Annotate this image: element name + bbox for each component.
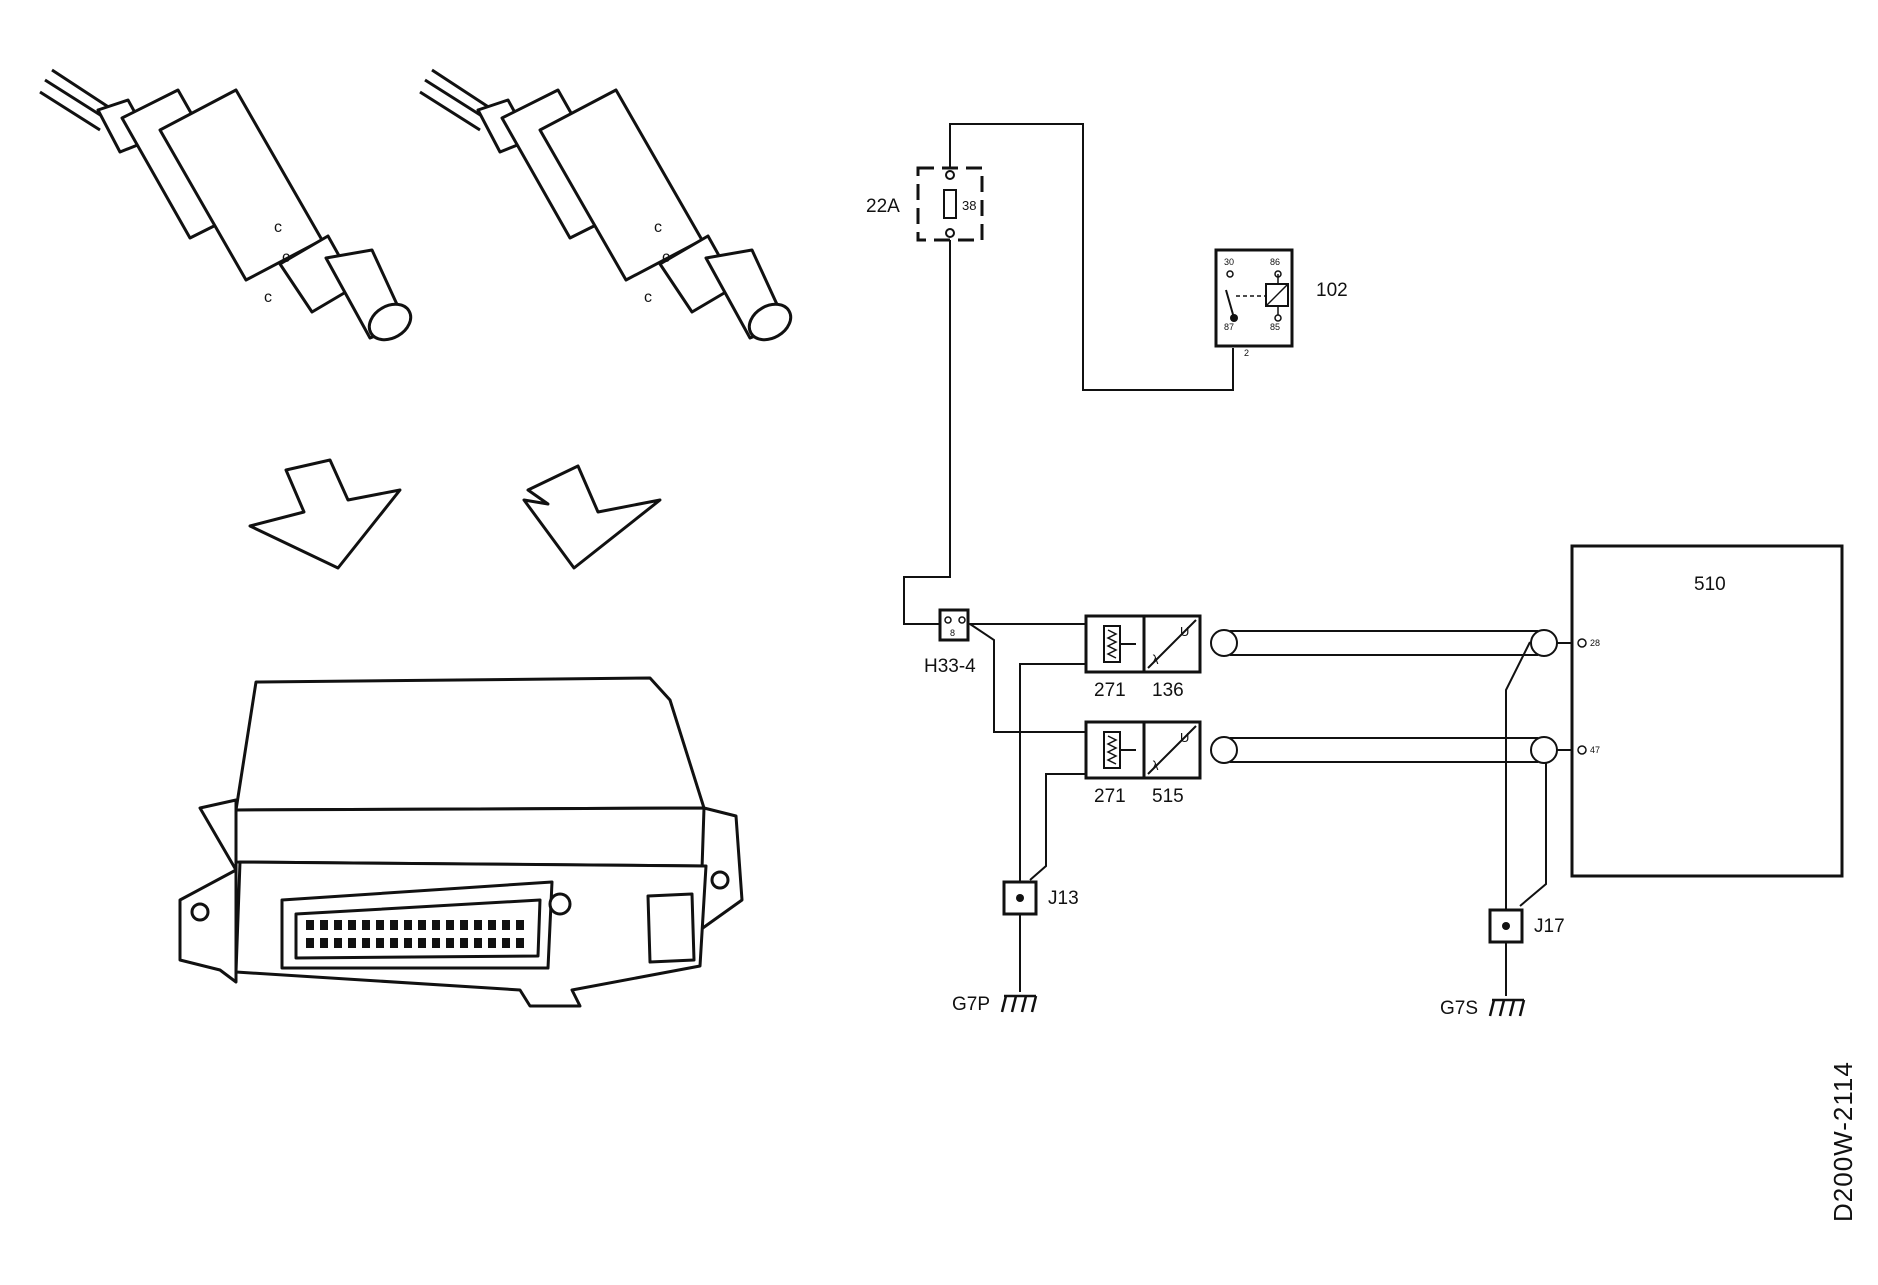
relay-102: 30 86 87 85 2 [1214,248,1294,358]
svg-text:c: c [282,249,290,266]
sensor-lower-label: 515 [1152,786,1184,807]
sensor-lower-u: U [1180,730,1189,745]
arrow-right [522,464,662,570]
sensor-upper-lambda: λ [1152,652,1159,667]
sensor-lower: U λ [1142,720,1202,780]
heater-upper [1084,614,1146,674]
lambda-sensor-left: c c c [39,68,413,342]
relay-pin-87: 87 [1224,322,1234,332]
fuse-number: 38 [962,198,976,213]
relay-label: 102 [1316,280,1348,301]
relay-pin-2: 2 [1244,348,1249,358]
sensor-upper-label: 136 [1152,680,1184,701]
svg-text:c: c [274,219,282,236]
junction-j17 [1488,908,1524,944]
svg-text:c: c [654,219,662,236]
relay-pin-86: 86 [1270,257,1280,267]
ground-g7s-label: G7S [1440,998,1478,1019]
ecu-label: 510 [1694,574,1726,595]
ground-g7p-symbol [1000,994,1038,1013]
shielded-cables [1210,629,1578,764]
ecu-connector-pins [306,920,524,948]
ecu-pin-47: 47 [1590,745,1600,755]
heater-lower-label: 271 [1094,786,1126,807]
svg-text:c: c [662,249,670,266]
fuse-label: 22A [866,196,900,217]
document-id: D200W-2114 [1828,1061,1858,1222]
svg-text:c: c [264,289,272,306]
svg-text:c: c [644,289,652,306]
sensor-upper-u: U [1180,624,1189,639]
ecu-pin-28: 28 [1590,638,1600,648]
connector-pin: 8 [950,628,955,638]
relay-pin-85: 85 [1270,322,1280,332]
junction-j13 [1002,880,1038,916]
ground-g7s-symbol [1488,998,1526,1017]
arrow-left [248,458,402,570]
sensor-upper: U λ [1142,614,1202,674]
lambda-sensor-right: c c c [419,68,793,342]
connector-label: H33-4 [924,656,976,677]
relay-pin-30: 30 [1224,257,1234,267]
ecu-illustration [178,676,744,1008]
junction-j17-label: J17 [1534,916,1565,937]
sensor-lower-lambda: λ [1152,758,1159,773]
heater-upper-label: 271 [1094,680,1126,701]
heater-lower [1084,720,1146,780]
wires [903,123,1547,996]
connector-h33-4: 8 [938,608,970,642]
fuse-22a: 38 [916,166,984,242]
ground-g7p-label: G7P [952,994,990,1015]
junction-j13-label: J13 [1048,888,1079,909]
ecu-510: 28 47 [1570,544,1844,878]
